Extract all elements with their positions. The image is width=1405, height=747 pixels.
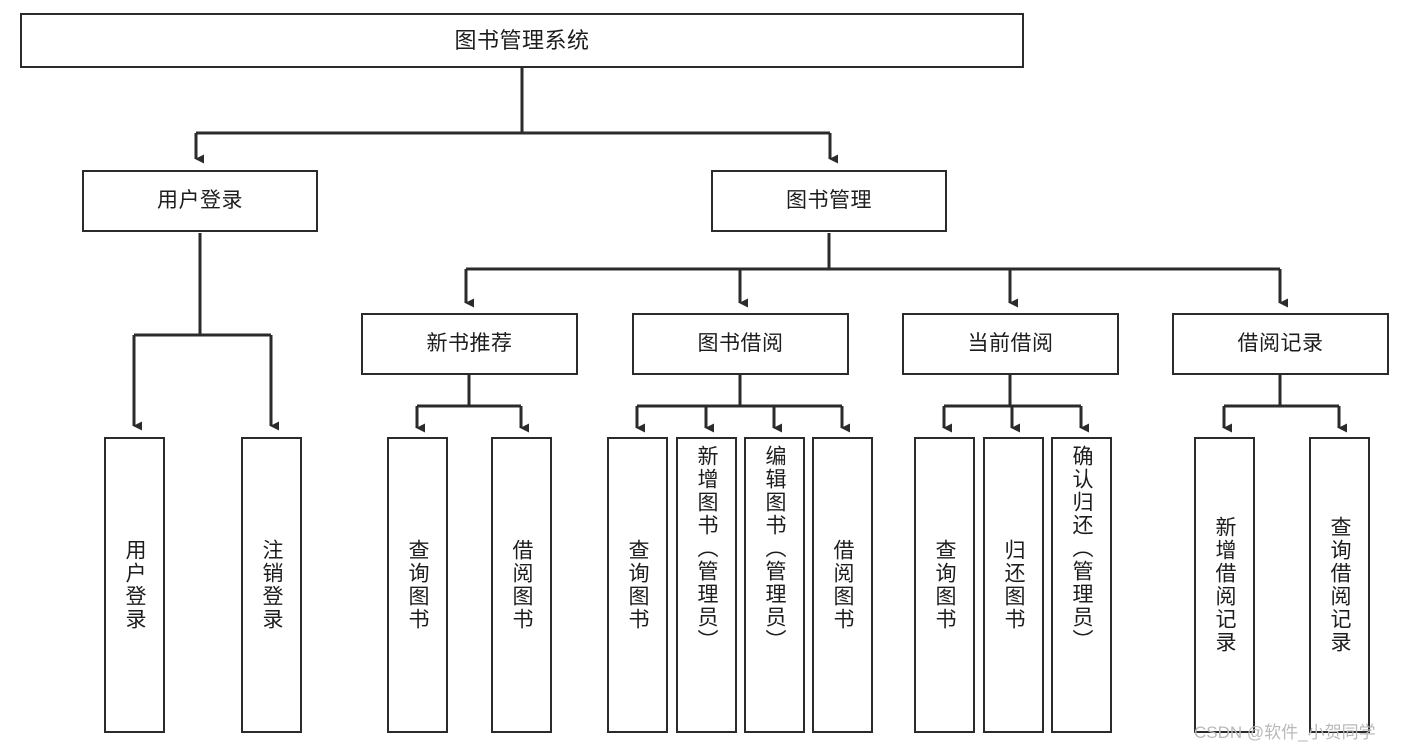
node-label: 借阅记录 xyxy=(1237,331,1324,355)
node-label: 图书管理系统 xyxy=(454,27,590,53)
node-leaf-edit-book-admin[interactable]: 编辑图书（管理员） xyxy=(744,437,805,733)
node-leaf-query-book-1[interactable]: 查询图书 xyxy=(387,437,448,733)
node-label: 借阅图书 xyxy=(510,539,533,631)
node-label: 新增图书（管理员） xyxy=(695,445,718,652)
node-label: 借阅图书 xyxy=(831,539,854,631)
node-leaf-user-login[interactable]: 用户登录 xyxy=(104,437,165,733)
node-current-borrow[interactable]: 当前借阅 xyxy=(902,313,1119,375)
node-label: 当前借阅 xyxy=(967,331,1054,355)
node-root-book-management-system[interactable]: 图书管理系统 xyxy=(20,13,1024,68)
node-book-borrow[interactable]: 图书借阅 xyxy=(632,313,849,375)
node-label: 查询图书 xyxy=(626,539,649,631)
node-leaf-return-book[interactable]: 归还图书 xyxy=(983,437,1044,733)
node-leaf-query-book-3[interactable]: 查询图书 xyxy=(914,437,975,733)
node-label: 新增借阅记录 xyxy=(1213,516,1236,654)
node-new-book-recommend[interactable]: 新书推荐 xyxy=(361,313,578,375)
node-leaf-borrow-book-2[interactable]: 借阅图书 xyxy=(812,437,873,733)
node-label: 归还图书 xyxy=(1002,539,1025,631)
node-label: 图书借阅 xyxy=(697,331,784,355)
node-leaf-query-book-2[interactable]: 查询图书 xyxy=(607,437,668,733)
node-leaf-add-borrow-record[interactable]: 新增借阅记录 xyxy=(1194,437,1255,733)
node-leaf-add-book-admin[interactable]: 新增图书（管理员） xyxy=(676,437,737,733)
node-label: 查询图书 xyxy=(933,539,956,631)
node-label: 确认归还（管理员） xyxy=(1070,445,1093,652)
node-label: 新书推荐 xyxy=(426,331,513,355)
node-leaf-query-borrow-record[interactable]: 查询借阅记录 xyxy=(1309,437,1370,733)
node-user-login[interactable]: 用户登录 xyxy=(82,170,318,232)
node-leaf-confirm-return-admin[interactable]: 确认归还（管理员） xyxy=(1051,437,1112,733)
node-label: 查询图书 xyxy=(406,539,429,631)
node-leaf-borrow-book-1[interactable]: 借阅图书 xyxy=(491,437,552,733)
node-label: 用户登录 xyxy=(123,539,146,631)
node-borrow-record[interactable]: 借阅记录 xyxy=(1172,313,1389,375)
node-label: 用户登录 xyxy=(157,188,243,212)
csdn-watermark: CSDN @软件_小贺同学 xyxy=(1194,723,1376,742)
node-leaf-logout-login[interactable]: 注销登录 xyxy=(241,437,302,733)
node-book-management[interactable]: 图书管理 xyxy=(711,170,947,232)
node-label: 注销登录 xyxy=(260,539,283,631)
node-label: 编辑图书（管理员） xyxy=(763,445,786,652)
node-label: 查询借阅记录 xyxy=(1328,516,1351,654)
node-label: 图书管理 xyxy=(786,188,872,212)
